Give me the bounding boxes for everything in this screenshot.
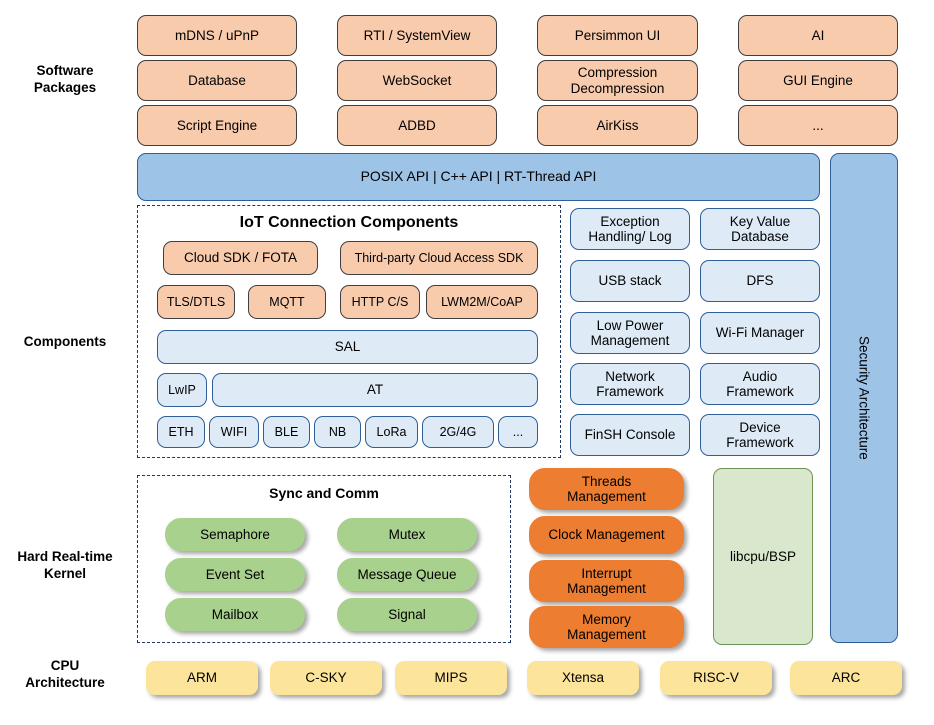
kernel-semaphore[interactable]: Semaphore xyxy=(165,518,305,551)
component-wifi-manager[interactable]: Wi-Fi Manager xyxy=(700,312,820,354)
iot-connection-group-title: IoT Connection Components xyxy=(239,214,459,231)
kernel-signal[interactable]: Signal xyxy=(337,598,477,631)
iot-link-2g-4g[interactable]: 2G/4G xyxy=(422,416,494,448)
cpu-xtensa[interactable]: Xtensa xyxy=(527,661,639,695)
iot-sal[interactable]: SAL xyxy=(157,330,538,364)
iot-link-wifi[interactable]: WIFI xyxy=(209,416,259,448)
security-architecture-bar[interactable]: Security Architecture xyxy=(830,153,898,643)
api-bar[interactable]: POSIX API | C++ API | RT-Thread API xyxy=(137,153,820,201)
package-rti-systemview[interactable]: RTI / SystemView xyxy=(337,15,497,56)
package-gui-engine[interactable]: GUI Engine xyxy=(738,60,898,101)
iot-link-lora[interactable]: LoRa xyxy=(365,416,418,448)
iot-connection-group: IoT Connection Components xyxy=(137,205,561,458)
kernel-mutex[interactable]: Mutex xyxy=(337,518,477,551)
cpu-c-sky[interactable]: C-SKY xyxy=(270,661,382,695)
kernel-memory-management[interactable]: Memory Management xyxy=(529,606,684,648)
libcpu-bsp[interactable]: libcpu/BSP xyxy=(713,468,813,645)
package-websocket[interactable]: WebSocket xyxy=(337,60,497,101)
component-finsh-console[interactable]: FinSH Console xyxy=(570,414,690,456)
iot-http-cs[interactable]: HTTP C/S xyxy=(340,285,420,319)
iot-at[interactable]: AT xyxy=(212,373,538,407)
security-architecture-label: Security Architecture xyxy=(856,336,872,460)
kernel-threads-management[interactable]: Threads Management xyxy=(529,468,684,510)
kernel-message-queue[interactable]: Message Queue xyxy=(337,558,477,591)
package-persimmon-ui[interactable]: Persimmon UI xyxy=(537,15,698,56)
component-low-power-management[interactable]: Low Power Management xyxy=(570,312,690,354)
cpu-arc[interactable]: ARC xyxy=(790,661,902,695)
cpu-risc-v[interactable]: RISC-V xyxy=(660,661,772,695)
cpu-arm[interactable]: ARM xyxy=(146,661,258,695)
component-device-framework[interactable]: Device Framework xyxy=(700,414,820,456)
row-label-components: Components xyxy=(23,333,107,349)
kernel-clock-management[interactable]: Clock Management xyxy=(529,516,684,554)
package-mdns-upnp[interactable]: mDNS / uPnP xyxy=(137,15,297,56)
iot-tls-dtls[interactable]: TLS/DTLS xyxy=(157,285,235,319)
kernel-interrupt-management[interactable]: Interrupt Management xyxy=(529,560,684,602)
row-label-cpu-architecture: CPU Architecture xyxy=(25,658,105,690)
package-compression-decompression[interactable]: Compression Decompression xyxy=(537,60,698,101)
package-script-engine[interactable]: Script Engine xyxy=(137,105,297,146)
sync-and-comm-group-title: Sync and Comm xyxy=(269,485,379,501)
component-network-framework[interactable]: Network Framework xyxy=(570,363,690,405)
component-exception-handling-log[interactable]: Exception Handling/ Log xyxy=(570,208,690,250)
iot-link-ble[interactable]: BLE xyxy=(263,416,310,448)
package-database[interactable]: Database xyxy=(137,60,297,101)
iot-link-eth[interactable]: ETH xyxy=(157,416,205,448)
sync-and-comm-group: Sync and Comm xyxy=(137,475,511,643)
component-usb-stack[interactable]: USB stack xyxy=(570,260,690,302)
iot-lwip[interactable]: LwIP xyxy=(157,373,207,407)
component-dfs[interactable]: DFS xyxy=(700,260,820,302)
iot-cloud-sdk-fota[interactable]: Cloud SDK / FOTA xyxy=(163,241,318,275)
iot-link-more[interactable]: ... xyxy=(498,416,538,448)
iot-lwm2m-coap[interactable]: LWM2M/CoAP xyxy=(426,285,538,319)
package-airkiss[interactable]: AirKiss xyxy=(537,105,698,146)
package-more[interactable]: ... xyxy=(738,105,898,146)
row-label-software-packages: Software Packages xyxy=(33,63,97,95)
package-ai[interactable]: AI xyxy=(738,15,898,56)
cpu-mips[interactable]: MIPS xyxy=(395,661,507,695)
iot-link-nb[interactable]: NB xyxy=(314,416,361,448)
kernel-mailbox[interactable]: Mailbox xyxy=(165,598,305,631)
iot-mqtt[interactable]: MQTT xyxy=(248,285,326,319)
kernel-event-set[interactable]: Event Set xyxy=(165,558,305,591)
package-adbd[interactable]: ADBD xyxy=(337,105,497,146)
iot-third-party-cloud-access-sdk[interactable]: Third-party Cloud Access SDK xyxy=(340,241,538,275)
component-audio-framework[interactable]: Audio Framework xyxy=(700,363,820,405)
row-label-kernel: Hard Real-time Kernel xyxy=(17,549,113,581)
component-key-value-database[interactable]: Key Value Database xyxy=(700,208,820,250)
